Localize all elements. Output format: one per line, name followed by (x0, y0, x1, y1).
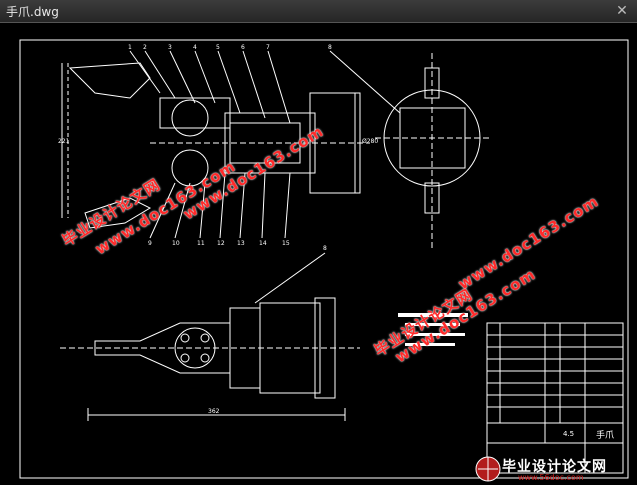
finger-lower (84, 197, 152, 229)
part-num: 10 (172, 240, 180, 247)
part-num: 2 (143, 44, 147, 51)
part-num: 9 (148, 240, 152, 247)
logo-text: 毕业设计论文网 (502, 459, 607, 475)
part-num: 1 (128, 44, 132, 51)
title-name: 手爪 (596, 429, 614, 441)
dim-length-label: 362 (208, 408, 220, 415)
drawing-border (19, 39, 629, 479)
window-title: 手爪.dwg (6, 5, 59, 19)
pivot-lower (171, 149, 209, 187)
part-num: 4 (193, 44, 197, 51)
label-8: 8 (323, 245, 327, 252)
title-block (486, 322, 624, 474)
title-scale: 4.5 (563, 430, 574, 438)
part-num: 13 (237, 240, 245, 247)
globe-icon (475, 456, 501, 482)
dim-diameter: Ø280 (362, 138, 378, 145)
part-num: 6 (241, 44, 245, 51)
cad-drawing: 1 2 3 4 5 6 7 8 9 10 11 12 13 14 15 221 … (19, 39, 629, 479)
window-titlebar: 手爪.dwg ✕ (0, 0, 637, 23)
finger-upper (68, 62, 151, 99)
logo-url: www.56doc.com (518, 473, 584, 482)
part-num: 5 (216, 44, 220, 51)
part-num: 12 (217, 240, 225, 247)
dim-height: 221 (58, 138, 70, 145)
site-logo: 毕业设计论文网 www.56doc.com (472, 453, 637, 485)
part-num: 3 (168, 44, 172, 51)
part-num: 14 (259, 240, 267, 247)
close-icon[interactable]: ✕ (616, 3, 628, 19)
part-num: 7 (266, 44, 270, 51)
part-num: 11 (197, 240, 205, 247)
part-num: 8 (328, 44, 332, 51)
drawing-canvas[interactable]: 1 2 3 4 5 6 7 8 9 10 11 12 13 14 15 221 … (0, 23, 637, 485)
pivot-upper (171, 99, 209, 137)
part-num: 15 (282, 240, 290, 247)
